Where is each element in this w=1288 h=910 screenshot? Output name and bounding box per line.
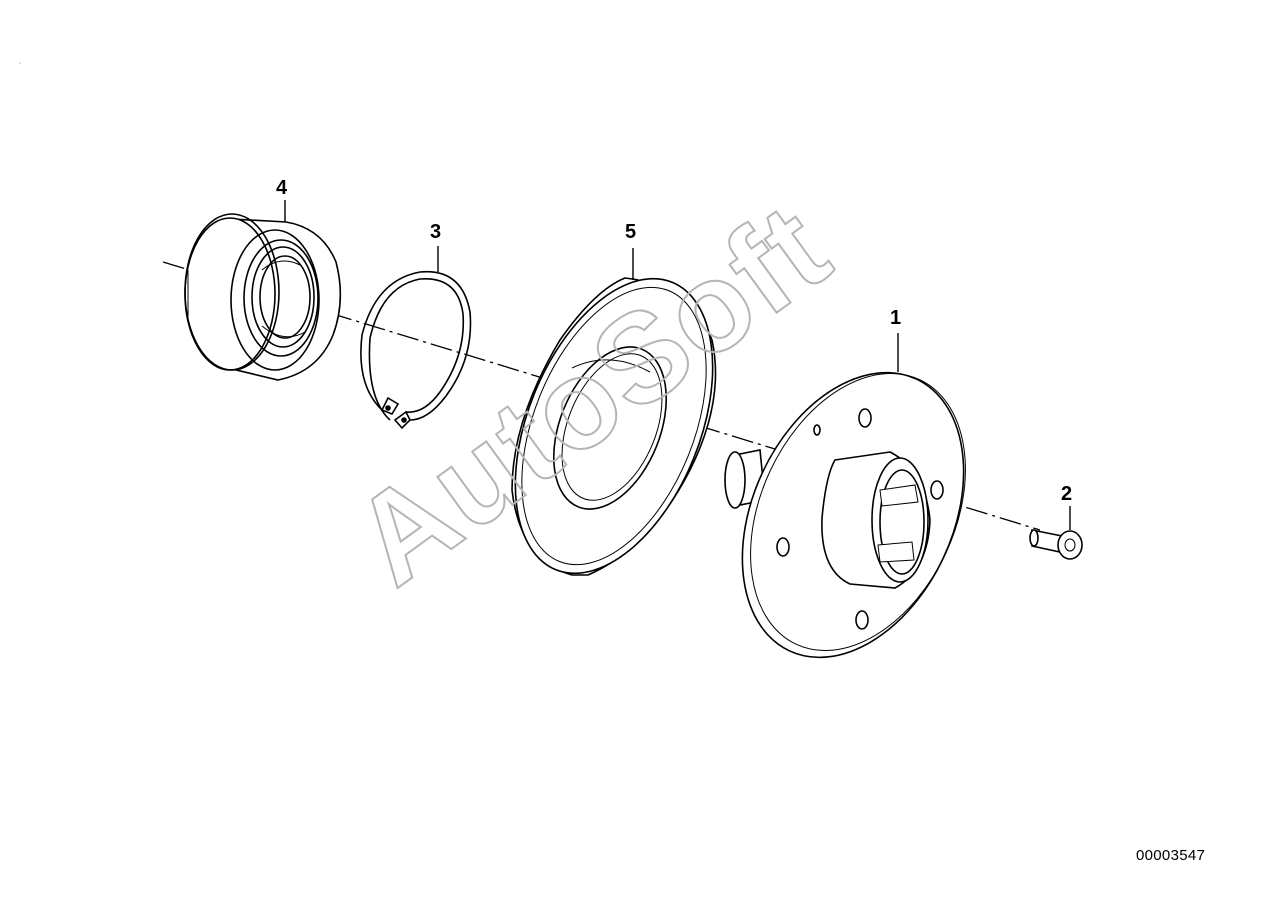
leader-lines xyxy=(284,200,1071,530)
part-2-bolt xyxy=(1029,529,1083,560)
part-4-bearing xyxy=(184,213,342,381)
part-1-wheel-hub xyxy=(724,371,966,659)
speck xyxy=(19,62,21,64)
callout-5: 5 xyxy=(625,221,637,243)
callout-1: 1 xyxy=(890,307,902,329)
callout-3: 3 xyxy=(430,221,442,243)
callout-4: 4 xyxy=(276,177,288,199)
part-3-circlip xyxy=(360,270,472,430)
document-number: 00003547 xyxy=(1136,847,1206,864)
callout-2: 2 xyxy=(1061,483,1073,505)
part-5-dust-shield xyxy=(511,277,717,576)
